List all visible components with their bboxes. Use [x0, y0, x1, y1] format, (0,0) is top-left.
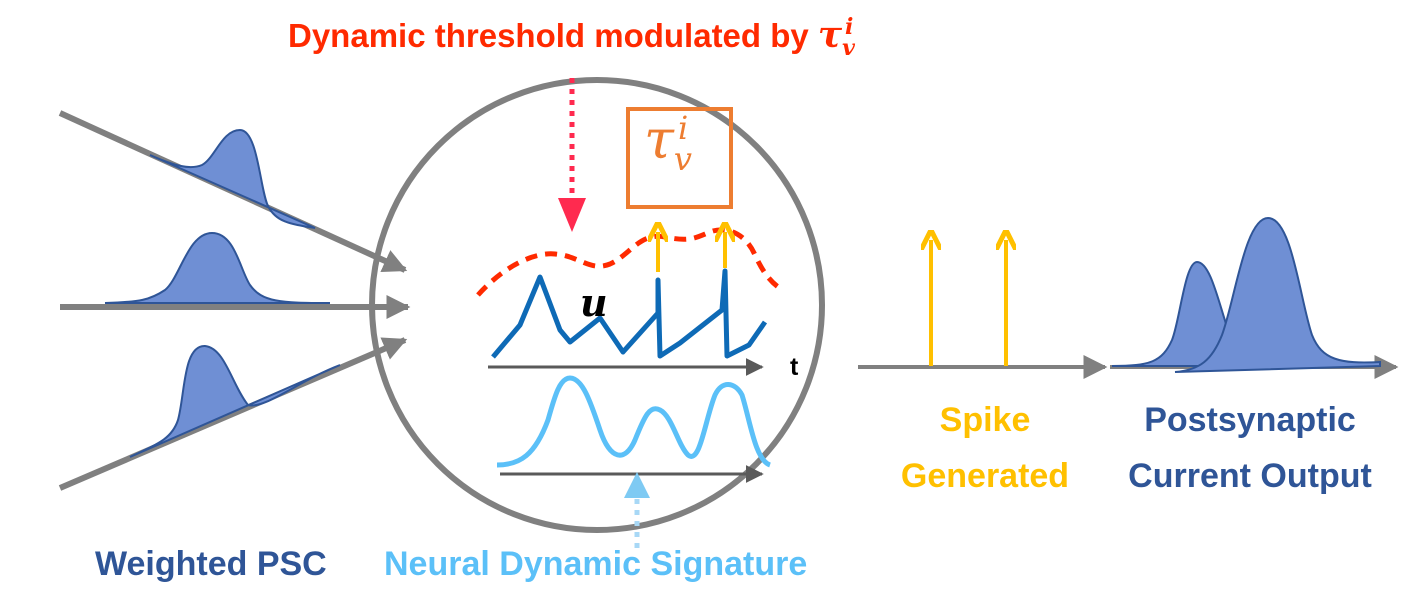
signature-arrow-head	[624, 472, 650, 498]
psc-label-line1: Postsynaptic	[1144, 401, 1356, 439]
title-tau-sup: i	[844, 14, 854, 40]
membrane-potential-trace	[491, 268, 768, 359]
dynamic-threshold-curve	[476, 227, 785, 297]
output-psc-bump-2	[1174, 216, 1381, 373]
tau-box-symbol: τvi	[644, 108, 692, 178]
spike-label-line2: Generated	[900, 457, 1070, 495]
threshold-title-text: Dynamic threshold modulated by	[288, 17, 818, 54]
title-tau-symbol: τvi	[817, 14, 855, 62]
weighted-psc-label: Weighted PSC	[95, 545, 327, 583]
tau-box	[626, 107, 733, 209]
title-tau-sub: v	[842, 35, 855, 62]
spike-generated-label: Spike Generated	[895, 392, 1075, 504]
neuron-soma	[369, 77, 825, 533]
psc-bump-middle	[104, 231, 331, 304]
psc-bump-top	[149, 128, 316, 229]
neural-dynamic-signature-label: Neural Dynamic Signature	[384, 545, 808, 583]
threshold-arrow-head	[558, 198, 586, 232]
spike-label-line1: Spike	[939, 401, 1031, 439]
membrane-symbol: u	[580, 280, 608, 325]
psc-bump-bottom	[129, 344, 341, 458]
time-axis-label: t	[790, 353, 799, 381]
signature-curve	[496, 375, 772, 468]
threshold-title: Dynamic threshold modulated by τvi	[288, 14, 855, 62]
psc-label-line2: Current Output	[1128, 457, 1372, 495]
psc-output-label: Postsynaptic Current Output	[1105, 392, 1395, 504]
input-line-bottom	[58, 337, 408, 491]
